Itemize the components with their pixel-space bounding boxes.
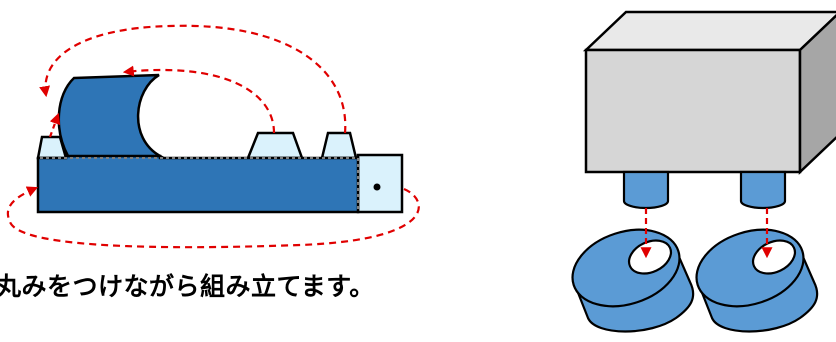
box-top-face <box>582 10 836 52</box>
box-front-face <box>584 48 802 174</box>
tab-right <box>320 131 358 160</box>
cylinder-piece-left <box>571 228 695 333</box>
box-side-face <box>798 14 836 175</box>
arrow-inner-top <box>122 65 276 134</box>
left-assembly-diagram <box>6 24 420 249</box>
caption-text: 丸みをつけながら組み立てます。 <box>0 272 375 301</box>
curved-piece <box>57 73 165 158</box>
arrow-bottom-loop <box>6 186 420 249</box>
peg-left <box>622 170 670 210</box>
tab-middle <box>246 131 304 160</box>
main-strip <box>36 154 360 214</box>
right-box-diagram <box>571 10 836 333</box>
hole-dot <box>373 183 381 191</box>
end-flap <box>356 153 404 214</box>
arrow-outer-top <box>39 24 347 134</box>
peg-right <box>739 170 787 210</box>
cylinder-piece-right <box>695 228 819 333</box>
arrow-left-tab <box>48 112 61 138</box>
